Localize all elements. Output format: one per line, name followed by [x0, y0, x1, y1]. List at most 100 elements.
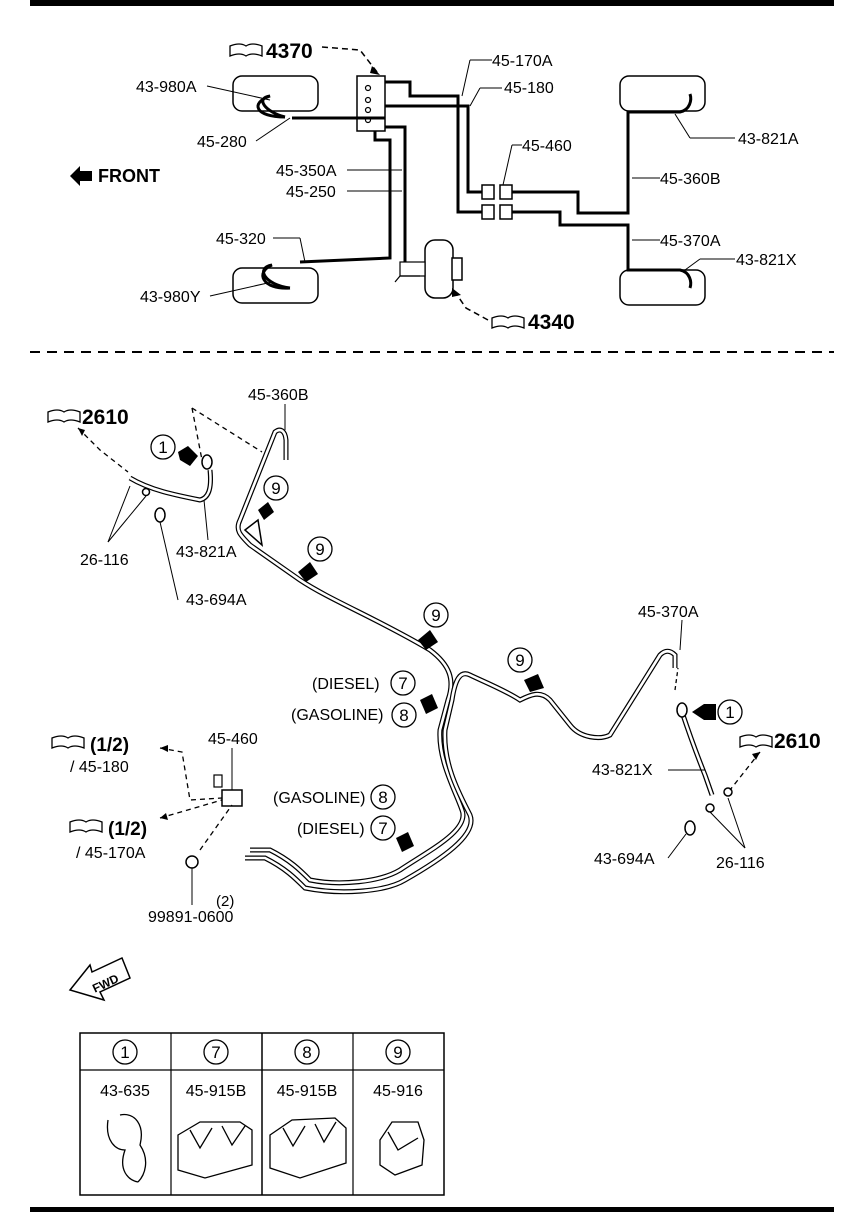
- ref-label-2610: 2610: [774, 730, 821, 753]
- callout-circle: [507, 647, 533, 673]
- clip-43-635-icon: [106, 1113, 147, 1183]
- clip-45-916-icon: [379, 1121, 425, 1176]
- callout-circle: [717, 699, 743, 725]
- table-part-cell: 45-916: [373, 1083, 423, 1100]
- top-schematic: [70, 43, 735, 329]
- brake-booster: [424, 239, 454, 299]
- callout-number: 8: [378, 788, 387, 807]
- callout-circle: [370, 815, 396, 841]
- callout-circle: [150, 434, 176, 460]
- callout-number: 1: [158, 438, 167, 457]
- part-label: 26-116: [716, 855, 765, 872]
- part-label: 45-170A: [492, 53, 553, 70]
- part-label: 45-360B: [248, 387, 309, 404]
- callout-number: 9: [431, 606, 440, 625]
- bottom-exploded-view: [47, 404, 773, 1002]
- variant-label: (DIESEL): [297, 821, 365, 838]
- part-label: 43-821X: [736, 252, 797, 269]
- part-label: 45-460: [208, 731, 258, 748]
- fwd-arrow-icon: [68, 956, 131, 1002]
- leader-43-980A: [206, 85, 271, 101]
- part-label: 43-694A: [186, 592, 247, 609]
- table-header-cell: 8: [302, 1043, 311, 1062]
- table-header-cell: 1: [120, 1043, 129, 1062]
- part-label: 45-180: [504, 80, 554, 97]
- part-label: 45-460: [522, 138, 572, 155]
- reference-book-icon: [47, 409, 81, 423]
- clip-arrow-icon: [420, 694, 438, 714]
- variant-label: (GASOLINE): [273, 790, 365, 807]
- front-arrow-icon: [70, 166, 92, 186]
- callout-circle: [390, 670, 416, 696]
- nut-99891-0600: [185, 855, 199, 869]
- front-left-wheel: [232, 75, 319, 112]
- clip-arrow-icon: [258, 502, 274, 520]
- ref-label-4370: 4370: [266, 40, 313, 63]
- callout-circle: [263, 475, 289, 501]
- callout-number: 7: [378, 819, 387, 838]
- callout-number: 1: [725, 703, 734, 722]
- table-part-cell: 45-915B: [277, 1083, 338, 1100]
- bolt-43-694A: [684, 820, 696, 836]
- callout-number: 7: [398, 674, 407, 693]
- line-45-320: [299, 131, 392, 264]
- clip-arrow-icon: [418, 630, 438, 650]
- part-label: 43-821X: [592, 762, 653, 779]
- part-label: 45-320: [216, 231, 266, 248]
- part-label: / 45-170A: [76, 845, 146, 862]
- table-part-cell: 45-915B: [186, 1083, 247, 1100]
- part-label: 45-360B: [660, 171, 721, 188]
- reference-book-icon: [51, 735, 85, 749]
- callout-number: 9: [315, 540, 324, 559]
- reference-book-icon: [229, 43, 263, 57]
- line-45-350A: [385, 125, 407, 265]
- clip-45-915B-icon: [177, 1121, 253, 1179]
- table-header-cell: 7: [211, 1043, 220, 1062]
- clip-arrow-icon: [298, 562, 318, 582]
- quantity-label: (2): [216, 893, 234, 910]
- clip-arrow-icon: [396, 832, 414, 852]
- part-label: 43-694A: [594, 851, 655, 868]
- rear-left-hose: [650, 93, 693, 114]
- ref-arrow-4340: [454, 291, 489, 321]
- bolt-43-694A: [154, 507, 166, 523]
- line-45-170A: [385, 80, 485, 214]
- variant-label: (GASOLINE): [291, 707, 383, 724]
- clip-arrow-icon: [692, 704, 716, 720]
- ref-label-2610: 2610: [82, 406, 129, 429]
- part-label: / 45-180: [70, 759, 129, 776]
- ref-arrow-4370: [321, 46, 378, 73]
- table-part-cell: 43-635: [100, 1083, 150, 1100]
- callout-number: 9: [515, 651, 524, 670]
- reference-book-icon: [739, 734, 773, 748]
- part-label: 45-350A: [276, 163, 337, 180]
- joint-block: [481, 184, 495, 200]
- part-label: 43-821A: [176, 544, 237, 561]
- top-rule: [30, 0, 834, 6]
- joint-45-460: [221, 789, 243, 807]
- clip-arrow-icon: [524, 674, 544, 692]
- part-label: 45-280: [197, 134, 247, 151]
- part-label: 26-116: [80, 552, 129, 569]
- callout-number: 9: [271, 479, 280, 498]
- bottom-rule: [30, 1207, 834, 1212]
- front-left-hose: [256, 94, 286, 119]
- part-label: 43-980A: [136, 79, 197, 96]
- callout-circle: [307, 536, 333, 562]
- part-label: 45-370A: [638, 604, 699, 621]
- clip-45-915B-icon: [269, 1117, 347, 1179]
- part-label: 45-370A: [660, 233, 721, 250]
- line-45-370A: [512, 210, 650, 272]
- rear-right-wheel: [619, 269, 706, 306]
- ref-label-4340: 4340: [528, 311, 575, 334]
- line-45-180: [385, 104, 485, 194]
- callout-circle: [370, 784, 396, 810]
- front-label: FRONT: [98, 166, 160, 186]
- clip-table: [79, 1032, 445, 1196]
- reference-book-icon: [69, 819, 103, 833]
- part-label: 99891-0600: [148, 909, 234, 926]
- rear-left-wheel: [619, 75, 706, 112]
- part-label: 43-980Y: [140, 289, 201, 306]
- table-header-cell: 9: [393, 1043, 402, 1062]
- reference-book-icon: [491, 315, 525, 329]
